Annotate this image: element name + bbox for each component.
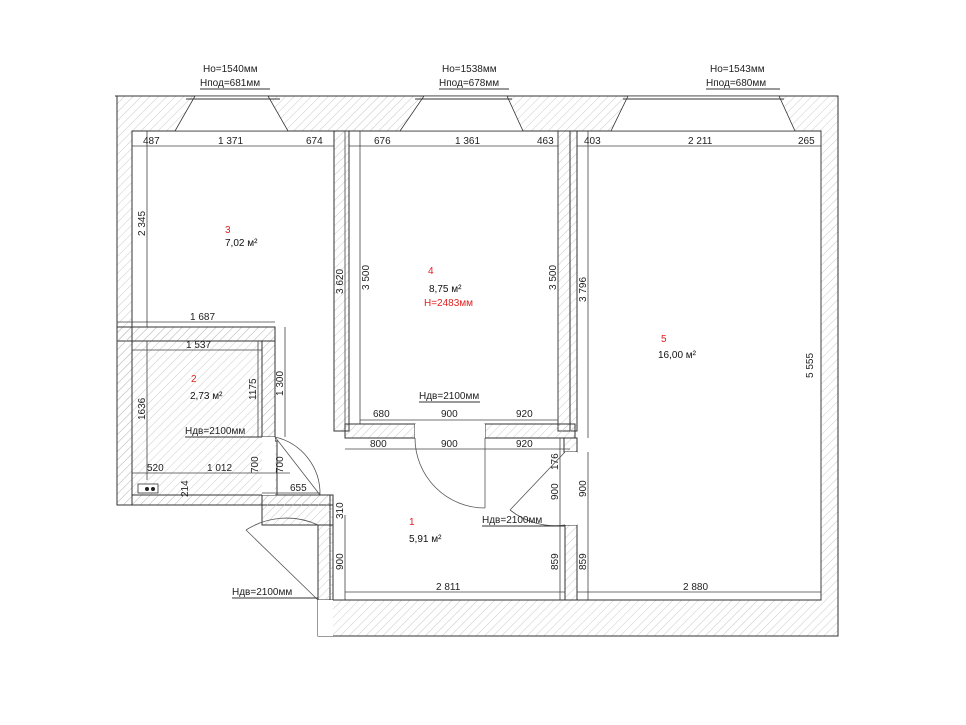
- room-3-area: 7,02 м²: [225, 238, 258, 249]
- dim-r5-left: 3 796: [578, 277, 589, 302]
- door-room2: [274, 436, 321, 496]
- window-2-height: Hо=1538мм: [442, 64, 497, 75]
- door-room5: [509, 451, 566, 526]
- room-1-number: 1: [409, 517, 415, 528]
- wall-room4-room5: [569, 130, 578, 432]
- window-2: [399, 95, 524, 132]
- dim-r2-inner-top: 1 537: [186, 340, 211, 351]
- room-1-area: 5,91 м²: [409, 534, 442, 545]
- door-height-room5: Hдв=2100мм: [482, 515, 542, 526]
- dim-r5-176: 176: [550, 453, 561, 470]
- dim-hall-859b: 859: [578, 553, 589, 570]
- dim-r2-bottom-b: 1 012: [207, 463, 232, 474]
- window-1-height: Hо=1540мм: [203, 64, 258, 75]
- room-3-number: 3: [225, 225, 231, 236]
- door-height-room2: Hдв=2100мм: [185, 426, 245, 437]
- wall-room4-bottom: [344, 423, 416, 439]
- room-2-number: 2: [191, 374, 197, 385]
- room-4-height: H=2483мм: [424, 298, 473, 309]
- room-5-number: 5: [661, 334, 667, 345]
- dim-r1-bottom: 2 811: [436, 582, 461, 593]
- room-4-number: 4: [428, 266, 434, 277]
- wall-room2-top: [116, 326, 276, 342]
- dim-hall-900a: 900: [550, 483, 561, 500]
- wall-room5-left-lower: [563, 437, 578, 453]
- door-height-room4: Hдв=2100мм: [419, 391, 479, 402]
- wall-room2-bottom: [131, 494, 263, 506]
- fixture-dot-1: [145, 487, 149, 491]
- door-height-entrance: Hдв=2100мм: [232, 587, 292, 598]
- dim-r3-top-c: 674: [306, 136, 323, 147]
- dim-hall-900b: 900: [335, 553, 346, 570]
- dim-r4-top-c: 463: [537, 136, 554, 147]
- dim-corridor-310: 310: [335, 502, 346, 519]
- room-4-area: 8,75 м²: [429, 284, 462, 295]
- exterior-wall: [115, 95, 839, 637]
- dim-r4-bottom-out-b: 900: [441, 439, 458, 450]
- wall-room1-left: [317, 524, 334, 601]
- door-entrance: [245, 517, 319, 601]
- dim-r4-bottom-in-a: 680: [373, 409, 390, 420]
- window-1-sill: Hпод=681мм: [200, 78, 260, 89]
- dim-r3-right: 3 620: [335, 269, 346, 294]
- dim-r4-left: 3 500: [361, 265, 372, 290]
- dim-r2-door-a: 700: [250, 456, 261, 473]
- dim-r3-left: 2 345: [137, 211, 148, 236]
- dim-r5-900: 900: [578, 480, 589, 497]
- window-3-height: Hо=1543мм: [710, 64, 765, 75]
- window-3-sill: Hпод=680мм: [706, 78, 766, 89]
- window-2-sill: Hпод=678мм: [439, 78, 499, 89]
- dim-r3-top-b: 1 371: [218, 136, 243, 147]
- fixture-dot-2: [151, 487, 155, 491]
- dim-r5-top-b: 2 211: [688, 136, 713, 147]
- dim-r2-bottom-a: 520: [147, 463, 164, 474]
- wall-room2-right: [261, 340, 276, 438]
- room-2-area: 2,73 м²: [190, 391, 223, 402]
- dim-r2-right-a: 1175: [248, 378, 259, 400]
- wall-room4-bottom-right: [484, 423, 576, 439]
- dim-r4-right: 3 500: [548, 265, 559, 290]
- dim-r2-small: 214: [180, 480, 191, 497]
- wall-corridor-stub: [261, 494, 334, 526]
- dim-r5-right: 5 555: [805, 353, 816, 378]
- wall-room2-left: [116, 326, 133, 506]
- dim-r2-right-b: 1 300: [275, 371, 286, 396]
- dim-corridor-655: 655: [290, 483, 307, 494]
- dim-r5-top-c: 265: [798, 136, 815, 147]
- door-room4: [414, 437, 486, 509]
- dim-r5-top-a: 403: [584, 136, 601, 147]
- dim-r2-outer-top: 1 687: [190, 312, 215, 323]
- dim-r3-top-a: 487: [143, 136, 160, 147]
- window-3: [610, 95, 796, 132]
- dim-r4-bottom-in-b: 900: [441, 409, 458, 420]
- dim-r2-door-b: 700: [275, 456, 286, 473]
- dim-hall-859a: 859: [550, 553, 561, 570]
- wall-room5-left-bottom: [564, 524, 578, 601]
- wall-room4-right: [557, 130, 571, 432]
- window-1: [174, 95, 289, 132]
- dim-r4-bottom-out-a: 800: [370, 439, 387, 450]
- dim-r4-bottom-in-c: 920: [516, 409, 533, 420]
- room-5-area: 16,00 м²: [658, 350, 697, 361]
- dim-r5-bottom: 2 880: [683, 582, 708, 593]
- dim-r4-top-a: 676: [374, 136, 391, 147]
- dim-r2-left: 1636: [137, 397, 148, 420]
- dim-r4-top-b: 1 361: [455, 136, 480, 147]
- dim-r4-bottom-out-c: 920: [516, 439, 533, 450]
